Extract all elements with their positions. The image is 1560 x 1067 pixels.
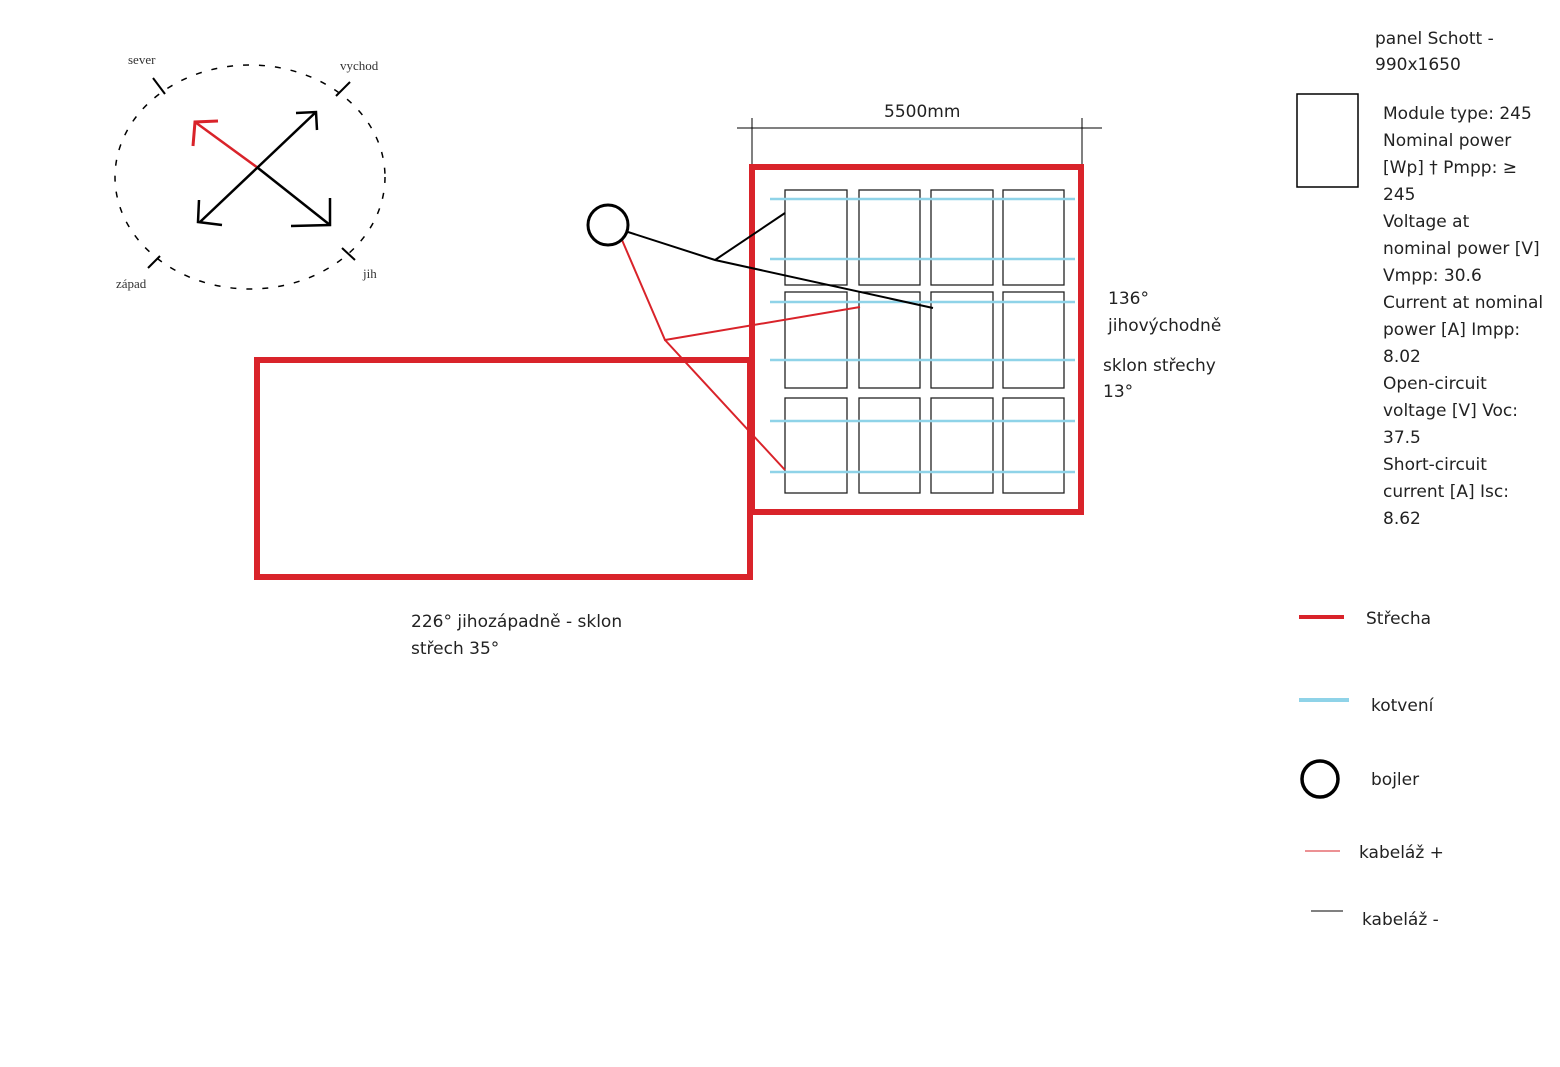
- label-line: 13°: [1103, 382, 1133, 402]
- spec-line: 8.62: [1383, 509, 1421, 529]
- spec-line: Module type: 245: [1383, 104, 1532, 124]
- label-line: 136°: [1108, 289, 1149, 309]
- spec-line: power [A] Impp:: [1383, 320, 1520, 340]
- spec-line: Open-circuit: [1383, 374, 1487, 394]
- legend: Střecha kotvení bojler kabeláž + kabeláž…: [1299, 609, 1444, 930]
- spec-line: 8.02: [1383, 347, 1421, 367]
- spec-line: Nominal power: [1383, 131, 1511, 151]
- spec-line: nominal power [V]: [1383, 239, 1540, 259]
- solar-panel: [1002, 397, 1065, 494]
- spec-line: Current at nominal: [1383, 293, 1543, 313]
- panel-title: 990x1650: [1375, 55, 1461, 75]
- solar-panel: [930, 397, 994, 494]
- solar-panel-grid: [784, 189, 1065, 494]
- cabling-minus: [627, 212, 934, 309]
- solar-panel: [858, 291, 921, 389]
- spec-line: Vmpp: 30.6: [1383, 266, 1482, 286]
- compass-north-label: sever: [128, 52, 156, 67]
- solar-panel: [784, 189, 848, 286]
- panel-info: panel Schott - 990x1650 Module type: 245…: [1296, 29, 1543, 529]
- compass-west-label: západ: [116, 276, 147, 291]
- solar-panel: [1002, 291, 1065, 389]
- label-line: 226° jihozápadně - sklon: [411, 612, 622, 632]
- roof-southwest-label: 226° jihozápadně - sklon střech 35°: [411, 612, 622, 659]
- solar-panel: [784, 397, 848, 494]
- solar-panel: [930, 189, 994, 286]
- legend-anchoring-label: kotvení: [1371, 696, 1435, 716]
- arrow-northwest-icon: [191, 119, 259, 170]
- panel-title: panel Schott -: [1375, 29, 1494, 49]
- compass-south-label: jih: [362, 266, 377, 281]
- arrow-northeast-southwest-icon: [196, 110, 319, 227]
- legend-boiler-icon: [1300, 759, 1340, 799]
- solar-panel: [784, 291, 848, 389]
- solar-panel: [858, 397, 921, 494]
- compass: sever vychod západ jih: [114, 52, 386, 291]
- spec-line: [Wp] † Pmpp: ≥: [1383, 158, 1517, 178]
- spec-line: Short-circuit: [1383, 455, 1487, 475]
- arrow-southeast-icon: [257, 167, 332, 228]
- solar-panel: [858, 189, 921, 286]
- roof-southwest: [254, 357, 753, 580]
- spec-line: 37.5: [1383, 428, 1421, 448]
- dimension-line: 5500mm: [737, 102, 1102, 167]
- roof-southeast-label: 136° jihovýchodně sklon střechy 13°: [1103, 289, 1221, 402]
- roof-southeast: [749, 164, 1084, 515]
- spec-line: Voltage at: [1383, 212, 1470, 232]
- spec-line: current [A] Isc:: [1383, 482, 1509, 502]
- legend-boiler-label: bojler: [1371, 770, 1419, 790]
- legend-cable-minus-label: kabeláž -: [1362, 910, 1439, 930]
- panel-symbol-icon: [1296, 93, 1359, 188]
- label-line: sklon střechy: [1103, 356, 1216, 376]
- spec-line: 245: [1383, 185, 1415, 205]
- cabling-plus: [621, 239, 861, 471]
- compass-circle: [114, 64, 386, 290]
- label-line: střech 35°: [411, 639, 499, 659]
- anchoring-lines: [770, 197, 1075, 474]
- boiler-icon: [586, 203, 630, 247]
- solar-panel: [930, 291, 994, 389]
- dimension-label: 5500mm: [884, 102, 960, 122]
- compass-east-label: vychod: [340, 58, 379, 73]
- legend-roof-label: Střecha: [1366, 609, 1431, 629]
- legend-cable-plus-label: kabeláž +: [1359, 843, 1444, 863]
- solar-panel: [1002, 189, 1065, 286]
- spec-line: voltage [V] Voc:: [1383, 401, 1518, 421]
- label-line: jihovýchodně: [1107, 316, 1221, 336]
